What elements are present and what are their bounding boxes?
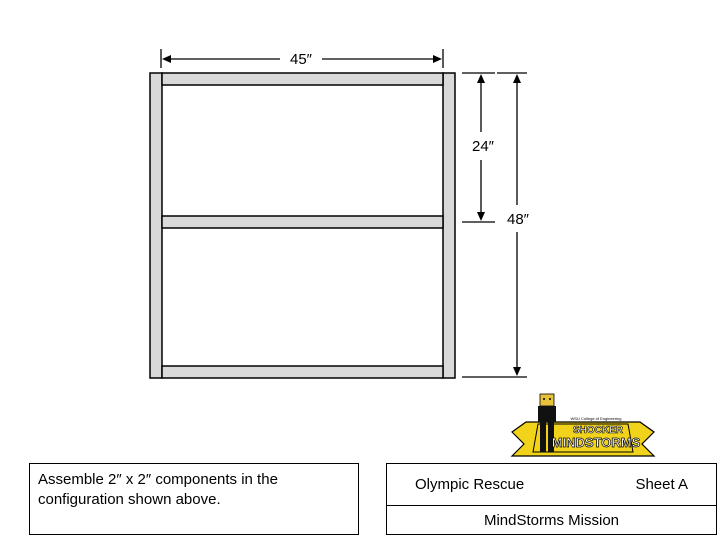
frame-assembly <box>149 72 456 379</box>
mission-subtitle: MindStorms Mission <box>483 511 620 529</box>
assembly-note-text: Assemble 2″ x 2″ components in the confi… <box>38 471 278 508</box>
short-height-dimension-label: 24″ <box>472 138 495 155</box>
logo-line1: WSU College of Engineering <box>571 416 622 421</box>
short-height-dimension <box>462 72 495 223</box>
title-block: Olympic Rescue Sheet A MindStorms Missio… <box>386 463 717 535</box>
full-height-dimension-label: 48″ <box>507 211 530 228</box>
project-name: Olympic Rescue <box>415 476 525 493</box>
width-dimension <box>160 49 444 68</box>
width-dimension-label: 45″ <box>290 51 313 68</box>
bottom-rail <box>161 365 444 379</box>
logo-line2: SHOCKER <box>573 425 624 436</box>
sheet-label: Sheet A <box>635 476 688 493</box>
shocker-mindstorms-logo: WSU College of Engineering SHOCKER MINDS… <box>510 393 656 457</box>
right-post <box>442 72 456 379</box>
middle-rail <box>161 215 444 229</box>
top-rail <box>161 72 444 86</box>
full-height-dimension <box>462 72 527 378</box>
mascot-icon <box>538 393 556 452</box>
title-block-row: Olympic Rescue Sheet A <box>387 464 716 506</box>
assembly-note: Assemble 2″ x 2″ components in the confi… <box>29 463 359 535</box>
logo-line3: MINDSTORMS <box>552 435 641 450</box>
title-block-subtitle-row: MindStorms Mission <box>387 506 716 534</box>
left-post <box>149 72 163 379</box>
